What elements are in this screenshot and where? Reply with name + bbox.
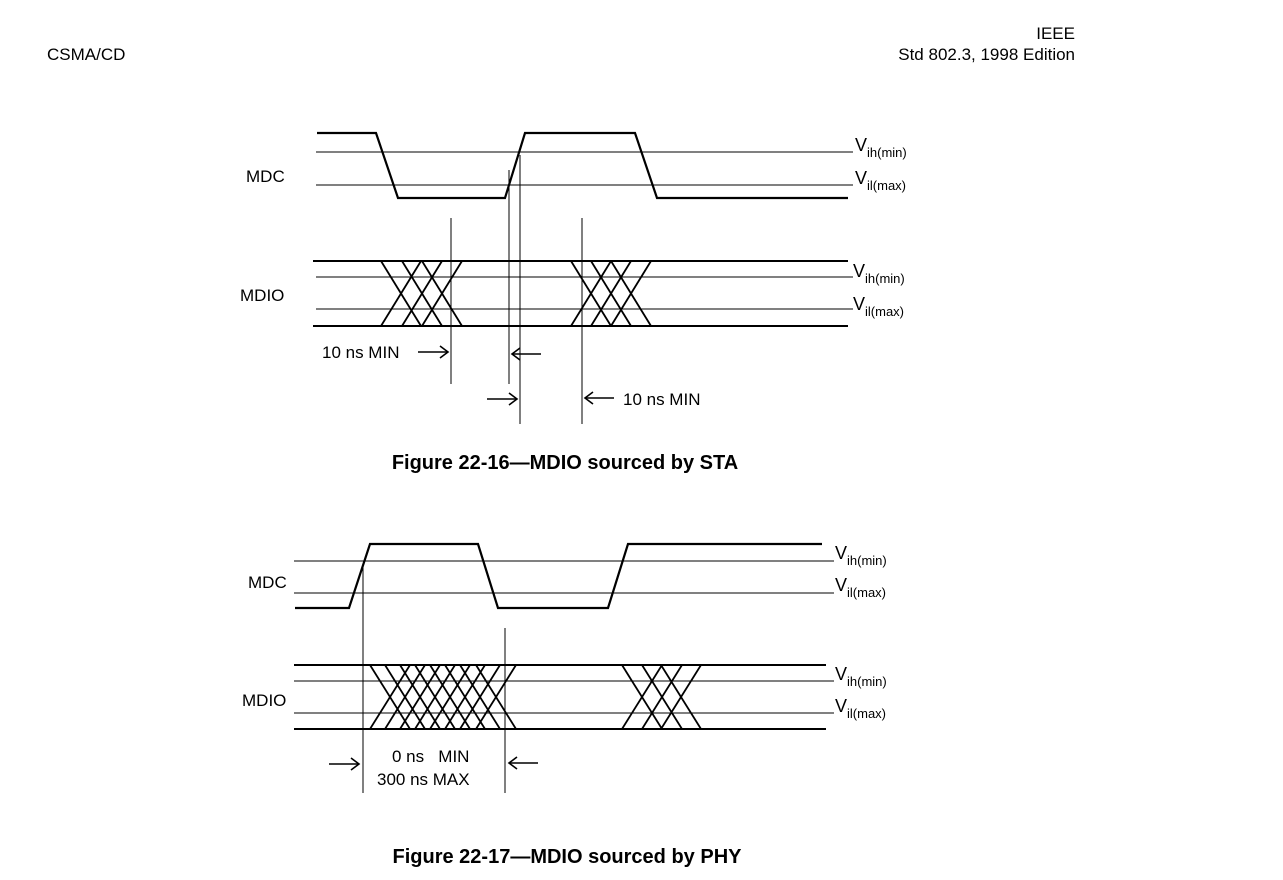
fig2-mdio-vih-label: Vih(min)	[835, 664, 887, 689]
arrow-hold	[583, 391, 614, 405]
arrow-clock-b	[487, 392, 519, 406]
fig2-mdc-vil-label: Vil(max)	[835, 575, 886, 600]
mdc-waveform	[317, 131, 848, 200]
mdio-crossing-2	[570, 260, 652, 327]
mdio-crossing-1	[380, 260, 463, 327]
mdio-crossing-2	[621, 664, 702, 730]
fig1-mdio-label: MDIO	[240, 286, 284, 305]
fig2-delay-min-label: 0 ns MIN	[392, 747, 469, 766]
fig1-mdc-vih-label: Vih(min)	[855, 135, 907, 160]
fig2-mdc-vih-label: Vih(min)	[835, 543, 887, 568]
fig2-mdio-vil-label: Vil(max)	[835, 696, 886, 721]
fig1-mdc-vil-label: Vil(max)	[855, 168, 906, 193]
mdc-waveform	[295, 542, 822, 610]
fig1-hold-label: 10 ns MIN	[623, 390, 700, 409]
fig1-setup-label: 10 ns MIN	[322, 343, 399, 362]
arrow-delay	[507, 756, 538, 770]
figure-22-16: MDC MDIO 10 ns MIN 10 ns MIN Vih(min) Vi…	[240, 131, 907, 474]
figure-22-17: MDC MDIO 0 ns MIN 300 ns MAX Vih(min) Vi…	[242, 542, 887, 868]
header-right-line1: IEEE	[1036, 24, 1075, 43]
fig1-mdio-vih-label: Vih(min)	[853, 261, 905, 286]
fig2-delay-max-label: 300 ns MAX	[377, 770, 470, 789]
mdio-crossing-1	[369, 664, 517, 730]
fig1-mdc-label: MDC	[246, 167, 285, 186]
arrow-clock	[329, 757, 361, 771]
figure-22-17-caption: Figure 22-17—MDIO sourced by PHY	[393, 846, 743, 868]
arrow-setup	[418, 345, 450, 359]
fig1-mdio-vil-label: Vil(max)	[853, 294, 904, 319]
header-left: CSMA/CD	[47, 45, 126, 64]
fig2-mdio-label: MDIO	[242, 691, 286, 710]
figure-22-16-caption: Figure 22-16—MDIO sourced by STA	[392, 452, 738, 474]
fig2-mdc-label: MDC	[248, 573, 287, 592]
arrow-clock-a	[510, 347, 541, 361]
header-right-line2: Std 802.3, 1998 Edition	[898, 45, 1075, 64]
